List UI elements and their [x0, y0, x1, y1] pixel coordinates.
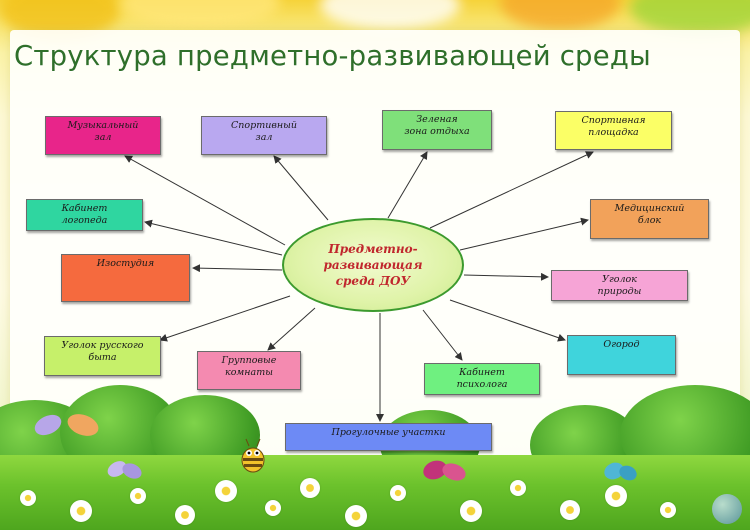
node-label: Кабинет психолога [456, 367, 508, 390]
node-label: Музыкальный зал [67, 120, 139, 143]
bee-character-icon [241, 438, 265, 473]
butterfly-icon [604, 462, 637, 481]
arrow-sports-hall [273, 155, 329, 221]
flower-decoration [130, 488, 146, 504]
node-russian-life: Уголок русского быта [44, 336, 161, 376]
node-speech-therapist: Кабинет логопеда [26, 199, 143, 231]
butterfly-icon [107, 461, 142, 479]
flower-decoration [605, 485, 627, 507]
arrow-nature-corner [463, 272, 549, 281]
butterfly-icon [423, 460, 466, 481]
node-medical-block: Медицинский блок [590, 199, 709, 239]
node-green-zone: Зеленая зона отдыха [382, 110, 492, 150]
node-vegetable-garden: Огород [567, 335, 676, 375]
flower-decoration [560, 500, 580, 520]
node-label: Спортивный зал [231, 120, 297, 143]
node-label: Зеленая зона отдыха [404, 114, 470, 137]
node-label: Изостудия [96, 258, 155, 269]
flower-decoration [345, 505, 367, 527]
arrow-speech-therapist [144, 219, 283, 256]
center-node-label: Предметно- развивающая среда ДОУ [323, 242, 423, 288]
flower-decoration [215, 480, 237, 502]
node-label: Уголок природы [597, 274, 642, 297]
arrow-medical-block [459, 217, 589, 251]
flower-decoration [390, 485, 406, 501]
node-group-rooms: Групповые комнаты [197, 351, 301, 390]
node-label: Кабинет логопеда [61, 203, 108, 226]
node-label: Огород [603, 339, 640, 350]
node-label: Групповые комнаты [221, 355, 277, 378]
arrow-music-hall [124, 155, 286, 246]
butterfly-icon [34, 414, 99, 436]
center-node: Предметно- развивающая среда ДОУ [282, 218, 464, 312]
node-sports-ground: Спортивная площадка [555, 111, 672, 150]
arrow-sports-ground [429, 151, 594, 229]
flower-decoration [175, 505, 195, 525]
arrow-russian-life [159, 295, 291, 342]
flower-decoration [660, 502, 676, 518]
watermark-logo-icon [712, 494, 742, 524]
node-music-hall: Музыкальный зал [45, 116, 161, 155]
arrow-green-zone [387, 151, 428, 219]
arrow-vegetable-garden [449, 299, 566, 342]
arrow-group-rooms [267, 307, 316, 351]
arrow-psychologist [422, 309, 463, 361]
flower-decoration [70, 500, 92, 522]
node-walking-areas: Прогулочные участки [285, 423, 492, 451]
node-label: Уголок русского быта [61, 340, 144, 363]
flower-decoration [460, 500, 482, 522]
flower-decoration [20, 490, 36, 506]
node-label: Спортивная площадка [581, 115, 646, 138]
node-label: Прогулочные участки [331, 427, 446, 438]
node-art-studio: Изостудия [61, 254, 190, 302]
node-nature-corner: Уголок природы [551, 270, 688, 301]
flower-decoration [300, 478, 320, 498]
flower-decoration [265, 500, 281, 516]
node-psychologist: Кабинет психолога [424, 363, 540, 395]
node-sports-hall: Спортивный зал [201, 116, 327, 155]
arrow-art-studio [192, 264, 283, 273]
node-label: Медицинский блок [614, 203, 685, 226]
page-title: Структура предметно-развивающей среды [14, 40, 651, 72]
flower-decoration [510, 480, 526, 496]
